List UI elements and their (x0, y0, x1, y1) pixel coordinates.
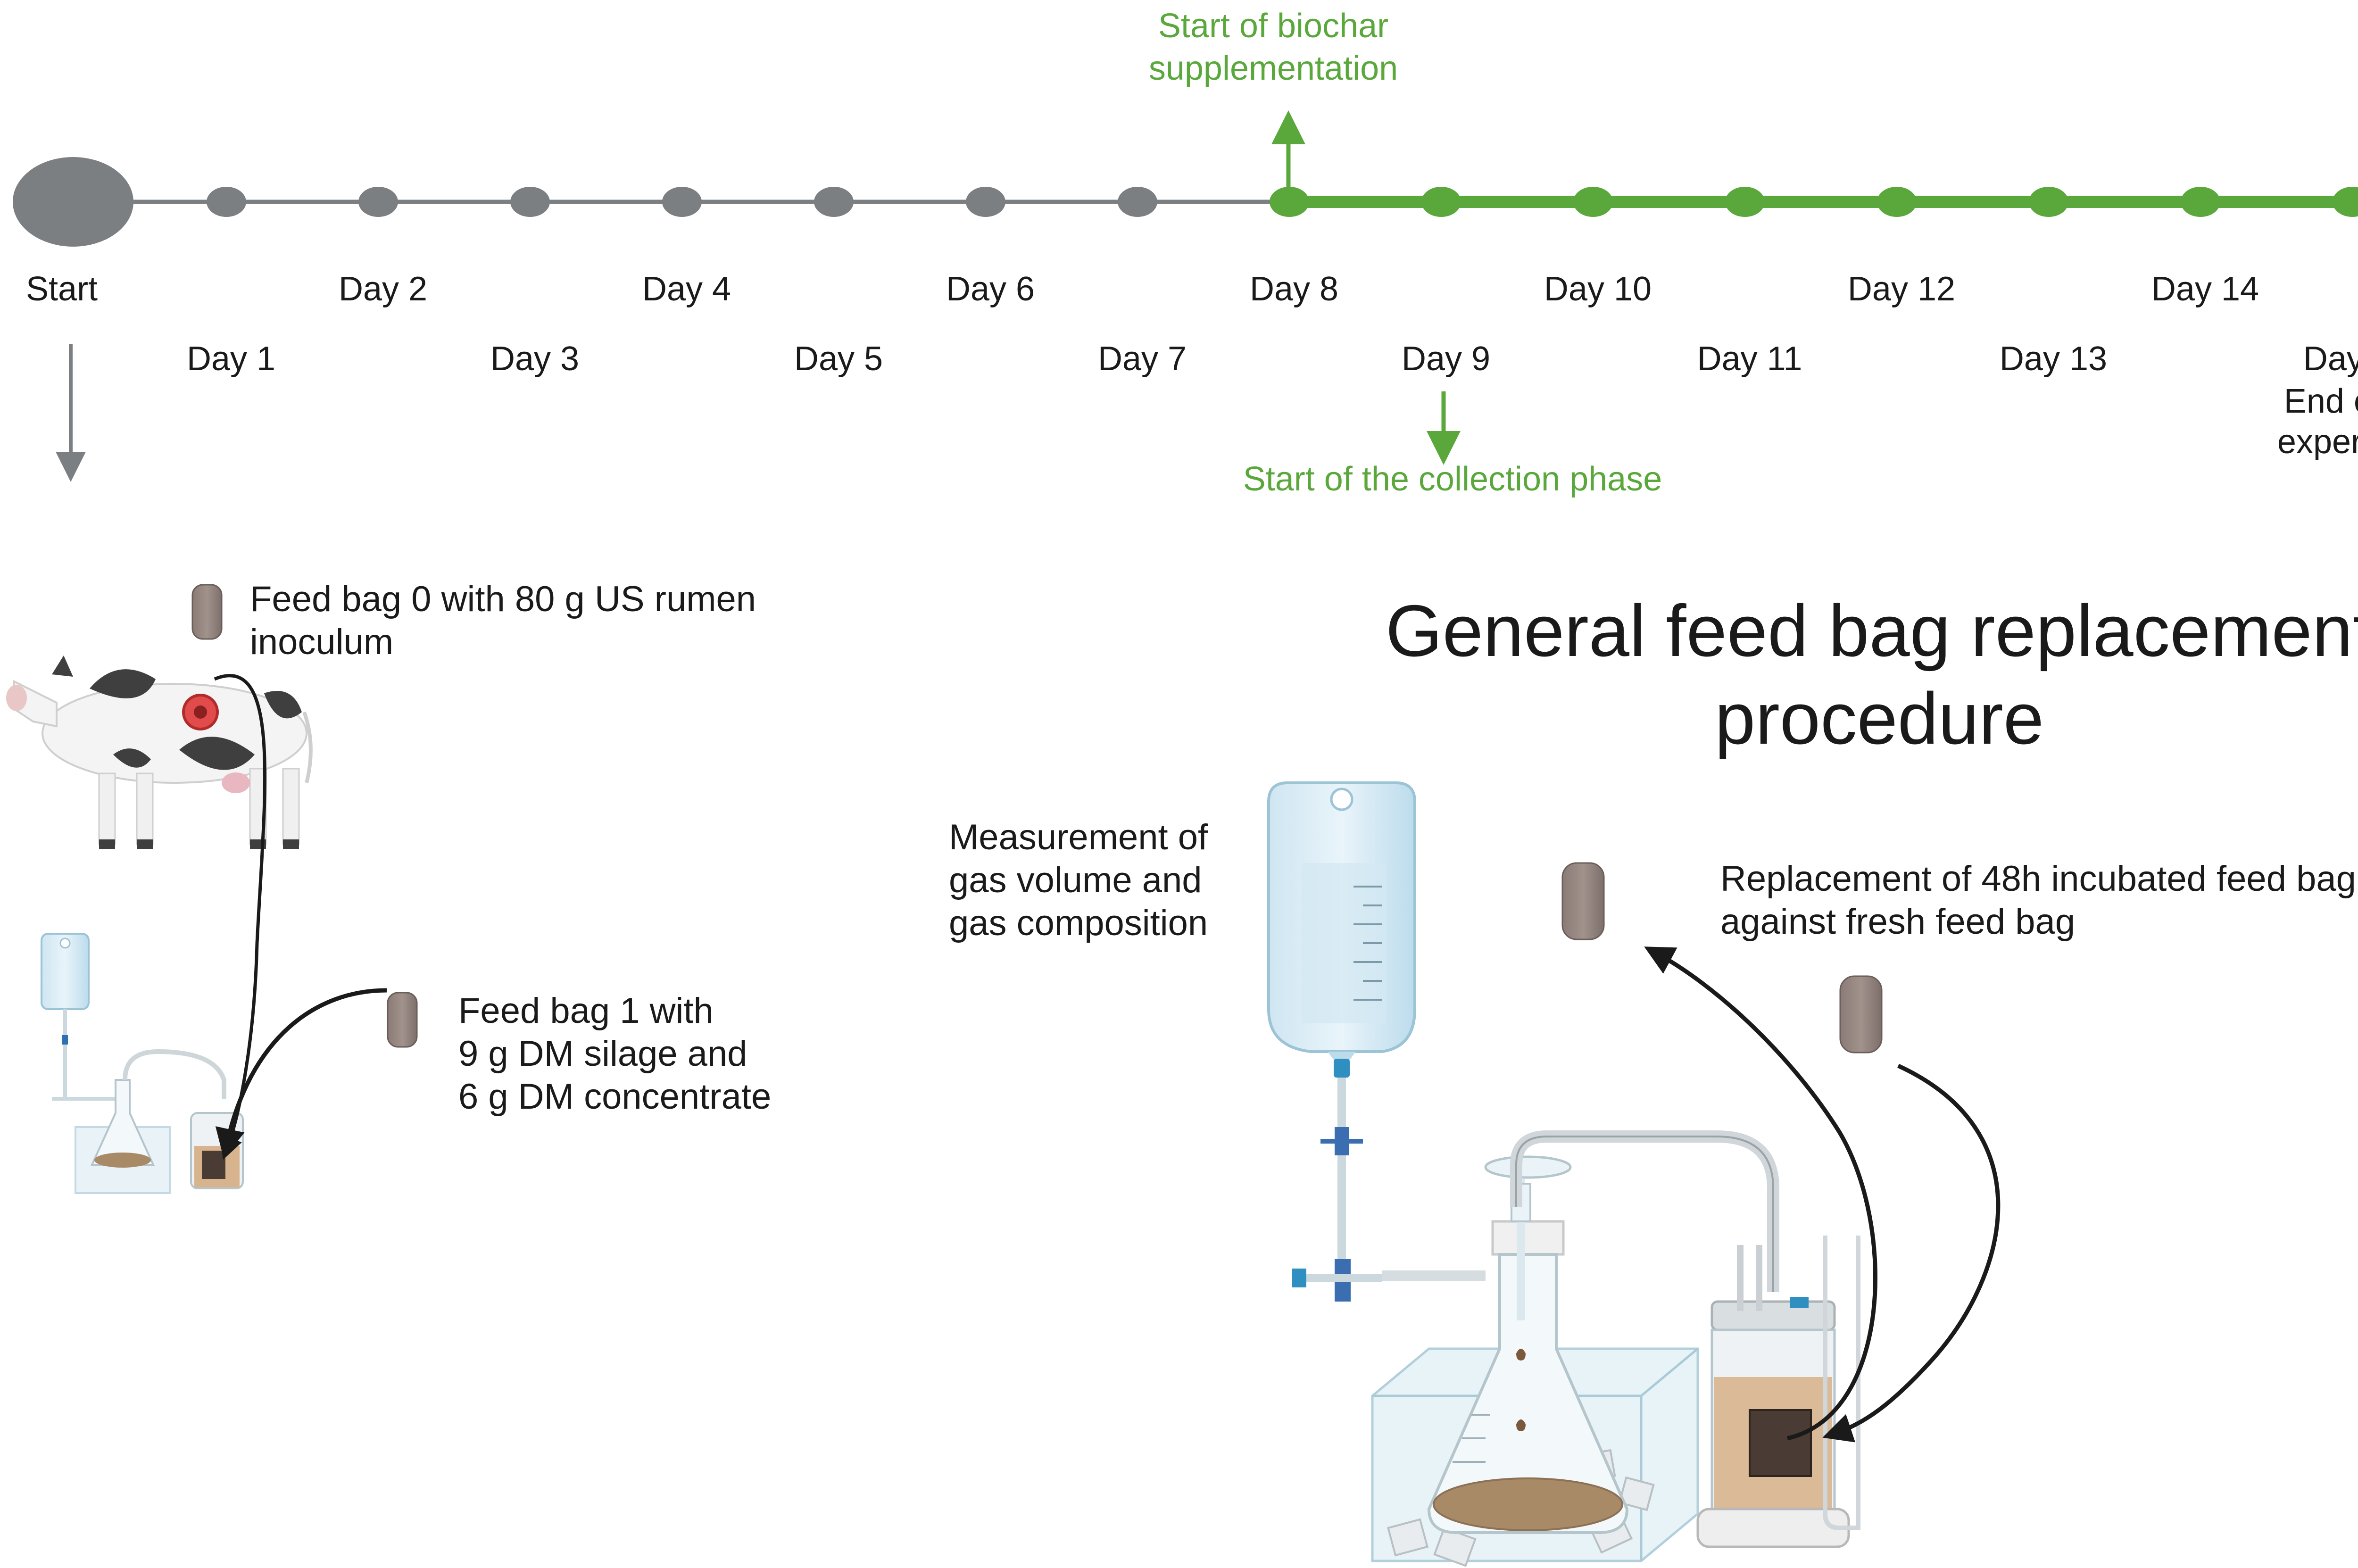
day-label-8: Day 8 (1249, 270, 1339, 308)
timeline-node-day-4 (662, 187, 702, 217)
day-label-2: Day 2 (338, 270, 428, 308)
biochar-supplementation-note: Start of biochar supplementation (1148, 7, 1398, 87)
timeline-node-day-1 (207, 187, 246, 217)
timeline-node-day-12 (1877, 187, 1917, 217)
day-label-10: Day 10 (1544, 270, 1652, 308)
day-label-9: Day 9 (1401, 340, 1491, 378)
timeline-node-day-8 (1270, 187, 1309, 217)
incubated-feed-bag-icon (1561, 862, 1605, 940)
procedure-title: General feed bag replacement procedure (1386, 590, 2358, 759)
timeline-node-day-10 (1573, 187, 1613, 217)
collection-phase-note: Start of the collection phase (1243, 460, 1662, 498)
feed-bag-1-label: Feed bag 1 with 9 g DM silage and 6 g DM… (458, 991, 772, 1117)
day-label-13: Day 13 (1999, 340, 2108, 378)
timeline-node-day-3 (510, 187, 550, 217)
day-label-1: Day 1 (186, 340, 276, 378)
measurement-label: Measurement of gas volume and gas compos… (949, 817, 1208, 944)
feed-bag-0-icon (191, 584, 223, 640)
feed-bag-0-label: Feed bag 0 with 80 g US rumen inoculum (250, 579, 756, 663)
feed-bag-1-icon (387, 992, 418, 1048)
insert-bag-arrow (1822, 1063, 2001, 1443)
day-label-15: Day 15 (2303, 340, 2358, 378)
timeline-node-day-11 (1725, 187, 1765, 217)
day-label-14: Day 14 (2151, 270, 2259, 308)
day-label-6: Day 6 (946, 270, 1035, 308)
timeline-node-day-13 (2029, 187, 2068, 217)
day-label-12: Day 12 (1847, 270, 1956, 308)
timeline-node-day-2 (358, 187, 398, 217)
timeline-node-day-5 (814, 187, 854, 217)
timeline-node-day-15 (2333, 187, 2358, 217)
day-label-7: Day 7 (1097, 340, 1187, 378)
gas-collection-bag-icon (1267, 781, 1486, 1302)
feed-bag-1-arrow (215, 988, 387, 1159)
remove-bag-arrow (1644, 946, 1877, 1441)
timeline-start-node (13, 157, 133, 247)
day-label-11: Day 11 (1697, 340, 1802, 378)
end-of-experiment-note: End of the experiment (2277, 382, 2358, 461)
timeline-nodes (13, 157, 2358, 247)
erlenmeyer-flask-icon (1427, 1155, 1629, 1534)
small-apparatus-icon (41, 933, 244, 1194)
day-label-3: Day 3 (490, 340, 580, 378)
fresh-feed-bag-icon (1839, 975, 1883, 1054)
day-label-4: Day 4 (642, 270, 731, 308)
start-label: Start (26, 270, 98, 308)
timeline-node-day-7 (1118, 187, 1157, 217)
timeline-node-day-14 (2181, 187, 2220, 217)
timeline-node-day-6 (966, 187, 1005, 217)
replacement-label: Replacement of 48h incubated feed bag ag… (1720, 859, 2356, 942)
day-label-5: Day 5 (794, 340, 883, 378)
cow-icon (6, 655, 313, 849)
fermentation-vessel-icon (1696, 1236, 1860, 1548)
timeline-node-day-9 (1421, 187, 1461, 217)
